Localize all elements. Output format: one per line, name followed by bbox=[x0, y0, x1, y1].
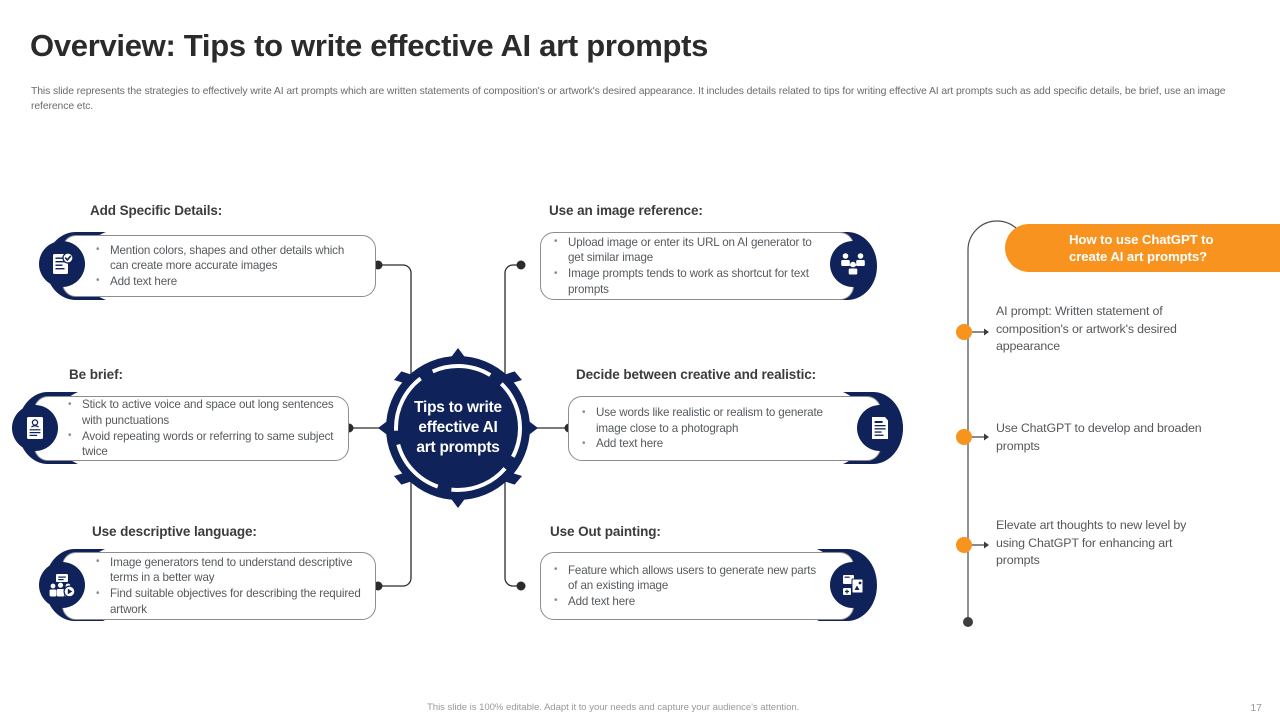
banner-line2: create AI art prompts? bbox=[1069, 249, 1208, 264]
card-heading: Be brief: bbox=[69, 367, 123, 382]
page-title: Overview: Tips to write effective AI art… bbox=[30, 28, 709, 63]
people-network-icon bbox=[830, 241, 876, 287]
card-heading: Use Out painting: bbox=[550, 524, 661, 539]
right-panel-item: Use ChatGPT to develop and broaden promp… bbox=[996, 421, 1202, 453]
card-body: Feature which allows users to generate n… bbox=[540, 552, 854, 620]
card-body: Mention colors, shapes and other details… bbox=[62, 235, 376, 297]
card-body: Upload image or enter its URL on AI gene… bbox=[540, 232, 854, 300]
card-body: Use words like realistic or realism to g… bbox=[568, 396, 881, 461]
document-lines-icon bbox=[857, 405, 903, 451]
bullet-list: Image generators tend to understand desc… bbox=[93, 554, 371, 617]
bullet-item: Image prompts tends to work as shortcut … bbox=[551, 265, 823, 297]
bullet-item: Add text here bbox=[551, 593, 827, 610]
bullet-list: Use words like realistic or realism to g… bbox=[579, 405, 855, 452]
bullet-item: Upload image or enter its URL on AI gene… bbox=[551, 234, 823, 266]
bullet-item: Avoid repeating words or referring to sa… bbox=[65, 428, 341, 460]
page-number: 17 bbox=[1250, 702, 1262, 714]
bullet-list: Stick to active voice and space out long… bbox=[65, 397, 341, 459]
bullet-item: Find suitable objectives for describing … bbox=[93, 585, 371, 617]
card-heading: Add Specific Details: bbox=[90, 203, 223, 218]
footer-note: This slide is 100% editable. Adapt it to… bbox=[427, 702, 800, 713]
chatgpt-banner-text: How to use ChatGPT to create AI art promp… bbox=[1005, 231, 1214, 266]
bullet-item: Image generators tend to understand desc… bbox=[93, 554, 371, 586]
bullet-item: Feature which allows users to generate n… bbox=[551, 562, 827, 594]
bullet-item: Mention colors, shapes and other details… bbox=[93, 242, 365, 274]
right-panel-item: Elevate art thoughts to new level by usi… bbox=[996, 518, 1187, 567]
bullet-list: Mention colors, shapes and other details… bbox=[93, 242, 365, 290]
card-heading: Decide between creative and realistic: bbox=[576, 367, 817, 382]
bullet-list: Upload image or enter its URL on AI gene… bbox=[551, 234, 823, 297]
timeline-dot bbox=[956, 429, 972, 445]
card-body: Stick to active voice and space out long… bbox=[34, 396, 349, 461]
bullet-item: Add text here bbox=[579, 436, 855, 452]
audience-play-icon bbox=[39, 562, 85, 608]
card-heading: Use an image reference: bbox=[549, 203, 703, 218]
card-heading: Use descriptive language: bbox=[92, 524, 257, 539]
image-expand-icon bbox=[830, 562, 876, 608]
bullet-list: Feature which allows users to generate n… bbox=[551, 562, 827, 610]
center-hub: Tips to write effective AI art prompts bbox=[378, 348, 538, 508]
bullet-item: Use words like realistic or realism to g… bbox=[579, 405, 855, 436]
document-check-icon bbox=[39, 241, 85, 287]
bullet-item: Add text here bbox=[93, 273, 365, 290]
timeline-dot bbox=[956, 537, 972, 553]
bullet-item: Stick to active voice and space out long… bbox=[65, 397, 341, 428]
timeline-dot bbox=[956, 324, 972, 340]
right-panel-item: AI prompt: Written statement of composit… bbox=[996, 304, 1177, 353]
person-document-icon bbox=[12, 405, 58, 451]
banner-line1: How to use ChatGPT to bbox=[1069, 231, 1214, 247]
hub-gear-shape bbox=[378, 348, 538, 508]
chatgpt-banner[interactable]: How to use ChatGPT to create AI art promp… bbox=[1005, 224, 1280, 272]
page-subtitle: This slide represents the strategies to … bbox=[31, 86, 1226, 112]
card-body: Image generators tend to understand desc… bbox=[62, 552, 376, 620]
